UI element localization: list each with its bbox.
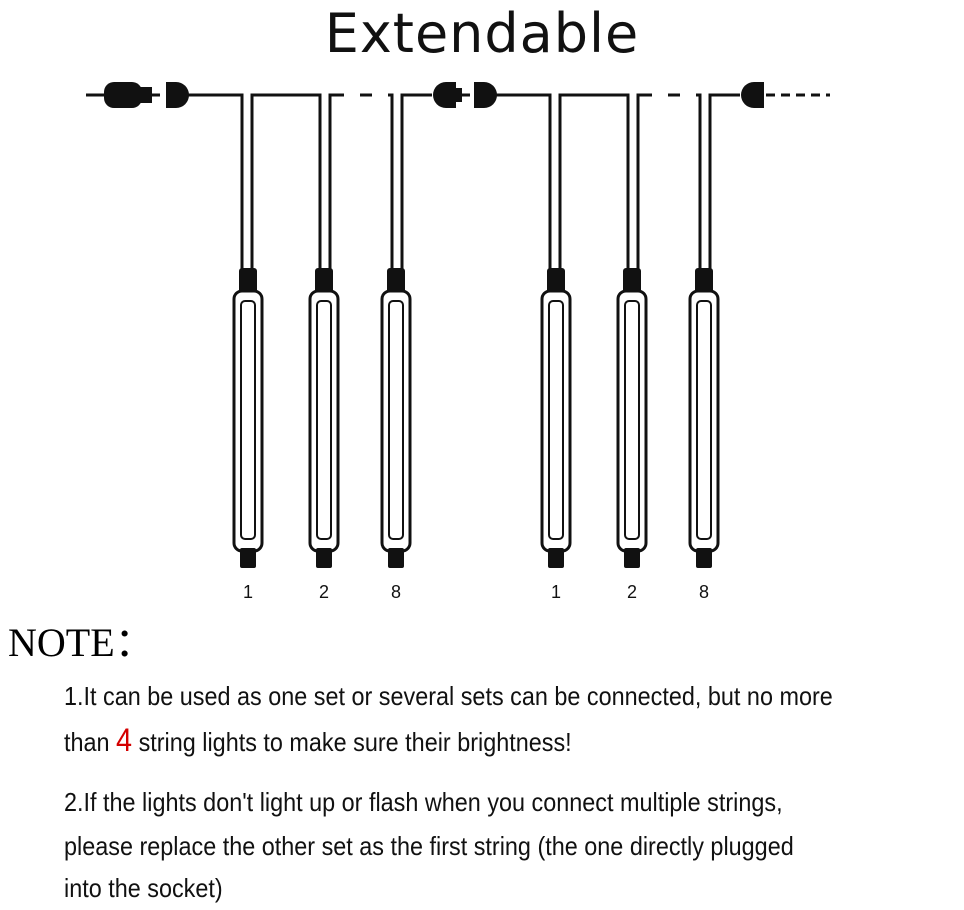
tube-label-set2-8: 8	[699, 582, 709, 602]
plug-male-left	[166, 82, 189, 108]
note-item-1-pre: than	[64, 727, 117, 757]
tube-label-set1-8: 8	[391, 582, 401, 602]
plug-female-middle-cap	[456, 88, 462, 102]
note-item-1-line-2: than 4 string lights to make sure their …	[64, 718, 572, 764]
note-heading: NOTE：	[8, 620, 155, 665]
main-cable-left	[86, 93, 244, 270]
string-cable-set2-1	[558, 93, 630, 270]
tube-set2-1	[540, 268, 572, 568]
tube-set2-2	[616, 268, 648, 568]
tube-set2-8	[688, 268, 720, 568]
tube-set1-8	[380, 268, 412, 568]
max-strings-highlight: 4	[116, 722, 133, 758]
tube-label-set2-2: 2	[627, 582, 637, 602]
connection-diagram: 1 2 8 1 2 8	[86, 82, 830, 602]
plug-socket-left	[104, 82, 142, 108]
plug-male-middle	[474, 82, 497, 108]
plug-group	[104, 82, 764, 108]
plug-female-right	[741, 82, 764, 108]
note-item-1-post: string lights to make sure their brightn…	[132, 727, 572, 757]
string-cable-set1-8	[388, 93, 432, 270]
note-item-2-line-1: 2.If the lights don't light up or flash …	[64, 787, 783, 817]
string-cable-set1-2	[328, 93, 344, 270]
diagram-title: Extendable	[324, 2, 640, 65]
tube-label-set1-2: 2	[319, 582, 329, 602]
tube-set1-2	[308, 268, 340, 568]
tube-label-set2-1: 1	[551, 582, 561, 602]
note-item-2-line-3: into the socket)	[64, 873, 223, 903]
plug-female-middle	[433, 82, 456, 108]
string-cable-set2-8	[696, 93, 740, 270]
tube-set1-1	[232, 268, 264, 568]
note-item-1-line-1: 1.It can be used as one set or several s…	[64, 681, 833, 711]
string-cable-set1-1	[250, 93, 322, 270]
tube-group	[232, 268, 720, 568]
string-cable-set2-2	[636, 93, 652, 270]
plug-socket-left-cap	[140, 87, 152, 103]
main-cable-middle	[460, 93, 552, 270]
note-item-2-line-2: please replace the other set as the firs…	[64, 831, 794, 861]
tube-label-set1-1: 1	[243, 582, 253, 602]
